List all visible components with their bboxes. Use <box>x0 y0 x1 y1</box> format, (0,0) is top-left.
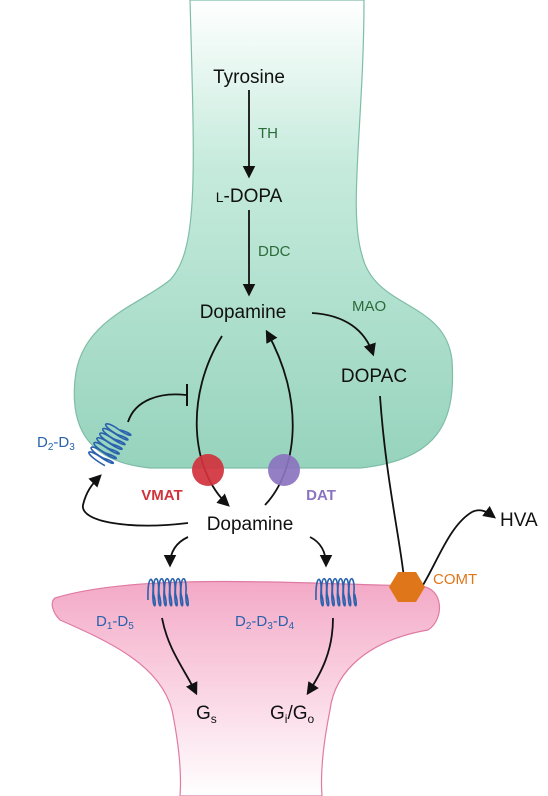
dopac-label: DOPAC <box>341 366 407 387</box>
arrow-dopamine-to-d1-receptor <box>163 536 189 568</box>
th-enzyme-label: TH <box>258 125 278 142</box>
arrow-dopamine-to-autoreceptor <box>82 474 189 527</box>
receptor-coil <box>315 577 357 607</box>
presynaptic-terminal <box>73 0 454 469</box>
dopamine-presynaptic-label: Dopamine <box>200 302 287 323</box>
gs-label: Gs <box>196 703 217 726</box>
ldopa-label: L-DOPA <box>216 186 283 207</box>
arrow-d1-to-gs <box>161 617 198 696</box>
vmat-label: VMAT <box>141 487 182 504</box>
dat-transporter <box>268 454 300 486</box>
arrow-dopamine-to-d2-receptor <box>309 536 333 568</box>
dopamine-cleft-label: Dopamine <box>207 514 294 535</box>
arrow-dopamine-to-dopac <box>311 312 376 357</box>
d2-d3-autoreceptor <box>88 422 132 467</box>
receptor-coil <box>88 422 132 467</box>
arrow-d2-to-gio <box>306 617 334 696</box>
gio-label: Gi/Go <box>270 703 315 726</box>
receptor-coil <box>147 577 189 607</box>
vmat-transporter <box>192 454 224 486</box>
inhibition-to-autoreceptor <box>127 393 187 423</box>
dat-label: DAT <box>306 487 336 504</box>
d1-d5-receptor <box>147 577 189 607</box>
comt-enzyme-label: COMT <box>433 571 477 588</box>
d2-d3-d4-receptor <box>315 577 357 607</box>
arrow-reuptake-via-dat <box>264 329 294 506</box>
postsynaptic-terminal <box>51 580 441 796</box>
ddc-enzyme-label: DDC <box>258 243 291 260</box>
autoreceptor-label: D2-D3 <box>37 434 75 453</box>
d1-d5-receptor-label: D1-D5 <box>96 613 134 632</box>
d2-d3-d4-receptor-label: D2-D3-D4 <box>235 613 295 632</box>
mao-enzyme-label: MAO <box>352 298 386 315</box>
tyrosine-label: Tyrosine <box>213 67 285 88</box>
arrow-release-via-vmat <box>195 335 230 507</box>
comt-enzyme-hexagon <box>389 572 425 602</box>
hva-label: HVA <box>500 510 538 531</box>
